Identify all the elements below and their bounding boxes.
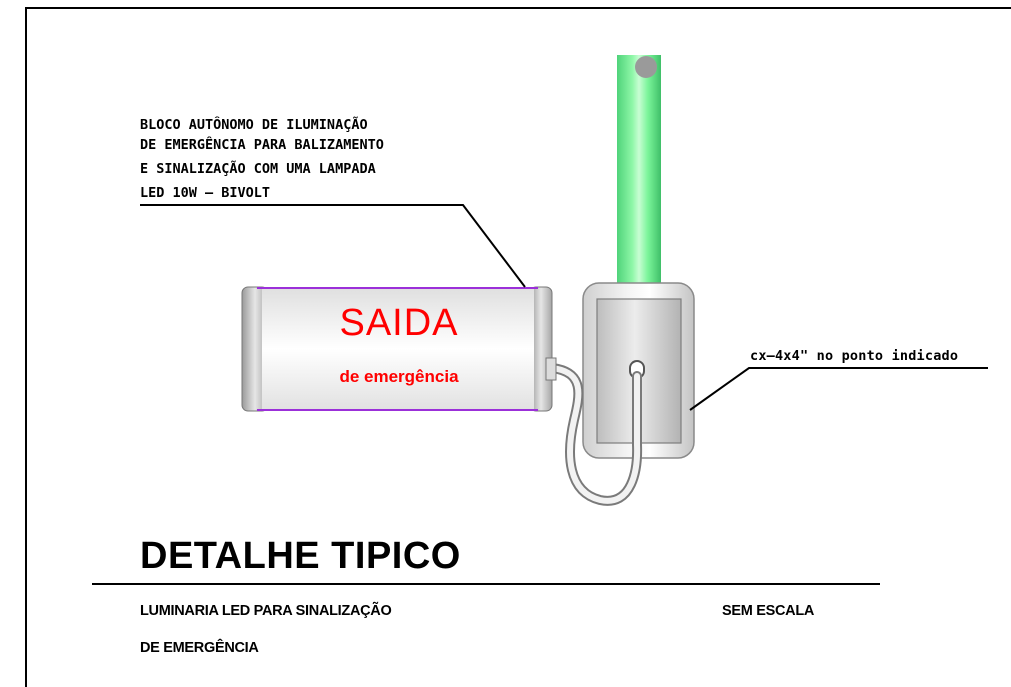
callout-line-3: E SINALIZAÇÃO COM UMA LAMPADA (140, 161, 376, 177)
callout-line-2: DE EMERGÊNCIA PARA BALIZAMENTO (140, 137, 384, 153)
junction-box-icon (582, 282, 695, 459)
sign-sub-text: de emergência (339, 367, 459, 386)
subtitle-line-1: LUMINARIA LED PARA SINALIZAÇÃO (140, 603, 392, 619)
sign-main-text: SAIDA (339, 302, 459, 344)
callout-leader-line (140, 204, 526, 288)
exit-sign-luminaire-icon (241, 286, 557, 412)
drawing-title: DETALHE TIPICO (140, 535, 461, 577)
callout-line-4: LED 10W — BIVOLT (140, 185, 271, 201)
callout-line-1: BLOCO AUTÔNOMO DE ILUMINAÇÃO (140, 117, 368, 133)
scale-label: SEM ESCALA (722, 603, 815, 619)
subtitle-line-2: DE EMERGÊNCIA (140, 640, 259, 656)
box-label-leader-line (689, 367, 988, 411)
conduit-tube-icon (617, 55, 661, 287)
power-cable-icon (547, 363, 643, 506)
box-label: cx—4x4" no ponto indicado (750, 348, 959, 364)
drawing-frame (25, 7, 1011, 687)
